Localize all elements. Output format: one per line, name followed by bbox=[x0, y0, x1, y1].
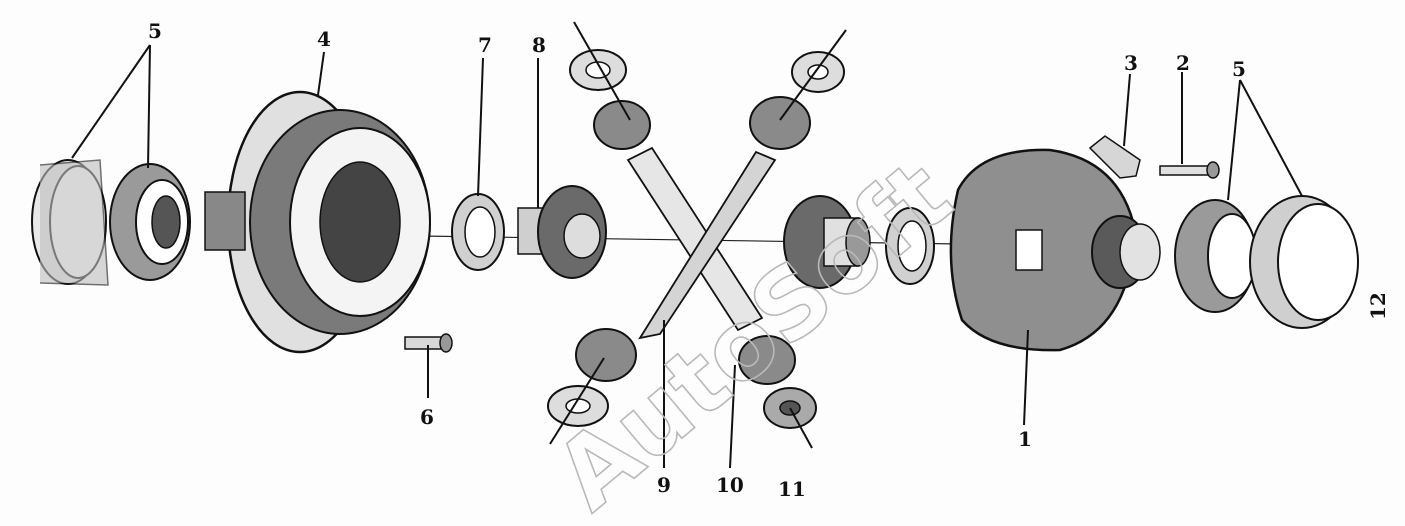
callout-8: 8 bbox=[532, 33, 546, 57]
side-label: 12 bbox=[1366, 292, 1390, 320]
left-bearing-race bbox=[31, 159, 109, 286]
right-roller-bearing bbox=[1174, 199, 1257, 313]
callout-1: 1 bbox=[1018, 427, 1032, 451]
side-gear-right bbox=[783, 195, 871, 289]
callout-6: 6 bbox=[420, 405, 434, 429]
differential-case-left bbox=[204, 90, 431, 354]
callout-5-left: 5 bbox=[148, 19, 162, 43]
bolt-2 bbox=[1159, 161, 1220, 179]
pinion-gears bbox=[575, 96, 811, 385]
lock-plate-3 bbox=[1088, 135, 1141, 179]
callout-7: 7 bbox=[478, 33, 492, 57]
differential-case-1 bbox=[949, 148, 1161, 352]
callout-3: 3 bbox=[1124, 51, 1138, 75]
bolt-6 bbox=[404, 333, 453, 353]
callout-11: 11 bbox=[778, 477, 806, 501]
callout-2: 2 bbox=[1176, 51, 1190, 75]
callout-4: 4 bbox=[317, 27, 331, 51]
left-roller-bearing bbox=[109, 163, 191, 281]
leader-lines bbox=[71, 21, 1303, 469]
callout-5-right: 5 bbox=[1232, 57, 1246, 81]
callout-9: 9 bbox=[657, 473, 671, 497]
cross-shaft-9 bbox=[626, 146, 777, 340]
callout-10: 10 bbox=[716, 473, 744, 497]
side-gear-8 bbox=[517, 185, 607, 279]
thrust-washer-7 bbox=[451, 193, 505, 271]
thrust-washer-right bbox=[885, 207, 935, 285]
right-bearing-race bbox=[1249, 195, 1359, 329]
